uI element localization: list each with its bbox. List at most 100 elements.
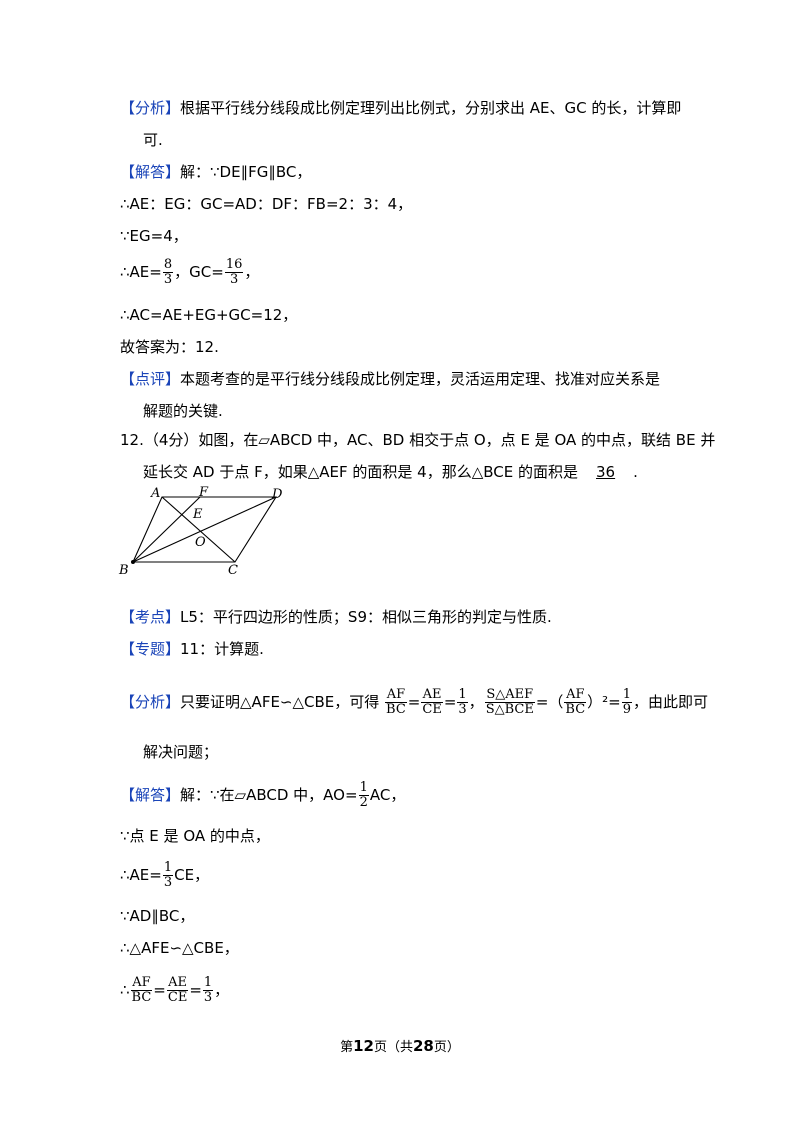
question-12-line-2: 延长交 AD 于点 F，如果△AEF 的面积是 4，那么△BCE 的面积是 36.: [143, 462, 638, 482]
text: 只要证明△AFE∽△CBE，可得: [180, 693, 380, 711]
denominator: 9: [622, 702, 632, 717]
text: =: [153, 981, 166, 999]
text: CE，: [174, 866, 210, 884]
denominator: 3: [203, 990, 213, 1005]
solution-line-1: 【解答】解：∵DE∥FG∥BC，: [120, 162, 311, 182]
text: ，GC=: [174, 263, 224, 281]
solution2-tag: 【解答】: [120, 786, 181, 804]
kaodian-tag: 【考点】: [120, 608, 181, 626]
text: =: [407, 693, 421, 711]
label-e: E: [192, 507, 203, 522]
numerator: 1: [162, 860, 174, 876]
label-o: O: [195, 535, 206, 550]
numerator: AF: [385, 687, 407, 703]
denominator: CE: [422, 702, 442, 717]
solution-text: 解：∵DE∥FG∥BC，: [180, 163, 312, 181]
denominator: BC: [565, 702, 586, 717]
zhuanti-text: 11：计算题.: [180, 640, 264, 658]
label-c: C: [228, 563, 238, 578]
solution2-line-5: ∴△AFE∽△CBE，: [120, 939, 239, 957]
question-12-line-1: 12.（4分）如图，在▱ABCD 中，AC、BD 相交于点 O，点 E 是 OA…: [120, 431, 716, 449]
text: 第: [340, 1040, 354, 1055]
diagonal-ac: [161, 496, 236, 563]
point-b: [131, 560, 135, 564]
numerator: S△AEF: [484, 687, 535, 703]
solution-tag: 【解答】: [120, 163, 181, 181]
comment-text: 本题考查的是平行线分线段成比例定理，灵活运用定理、找准对应关系是: [180, 370, 661, 388]
line-bf: [132, 496, 201, 563]
solution-line-2: ∴AE：EG：GC=AD：DF：FB=2：3：4，: [120, 195, 413, 213]
denominator: CE: [167, 990, 188, 1005]
analysis-cont: 可.: [143, 131, 163, 149]
text: AC，: [369, 786, 406, 804]
analysis-tag: 【分析】: [120, 99, 181, 117]
numerator: 1: [202, 975, 214, 991]
label-f: F: [198, 485, 209, 500]
text: ，: [244, 263, 260, 281]
denominator: 3: [229, 272, 239, 287]
label-b: B: [118, 563, 129, 578]
analysis2-tag: 【分析】: [120, 693, 181, 711]
denominator: S△BCE: [485, 702, 534, 717]
label-a: A: [150, 486, 160, 501]
analysis-line: 【分析】根据平行线分线段成比例定理列出比例式，分别求出 AE、GC 的长，计算即: [120, 98, 681, 118]
numerator: 8: [162, 257, 174, 273]
answer-blank: 36: [596, 463, 616, 481]
text: ∴: [120, 981, 130, 999]
comment-cont: 解题的关键.: [143, 402, 223, 420]
text: 页（共: [373, 1040, 413, 1055]
kaodian-text: L5：平行四边形的性质；S9：相似三角形的判定与性质.: [180, 608, 552, 626]
numerator: 1: [621, 687, 633, 703]
text: ∴AE=: [120, 866, 162, 884]
page-total: 28: [413, 1037, 434, 1055]
numerator: AE: [166, 975, 189, 991]
text: ，: [214, 981, 230, 999]
numerator: 16: [224, 257, 244, 273]
kaodian-line: 【考点】L5：平行四边形的性质；S9：相似三角形的判定与性质.: [120, 607, 552, 627]
text: =: [443, 693, 457, 711]
denominator: 3: [458, 702, 467, 717]
text: =（: [535, 693, 564, 711]
solution2-line-4: ∵AD∥BC，: [120, 907, 195, 925]
denominator: 3: [163, 875, 173, 890]
zhuanti-line: 【专题】11：计算题.: [120, 639, 264, 659]
text: 页）: [433, 1040, 460, 1055]
page-footer: 第12页（共28页）: [0, 1036, 800, 1055]
numerator: AF: [130, 975, 153, 991]
label-d: D: [271, 487, 283, 502]
text: ∴AE=: [120, 263, 162, 281]
text: ，: [468, 693, 484, 711]
denominator: 2: [359, 795, 368, 810]
text: 解：∵在▱ABCD 中，AO=: [180, 786, 358, 804]
text: =: [189, 981, 202, 999]
analysis-text: 根据平行线分线段成比例定理列出比例式，分别求出 AE、GC 的长，计算即: [180, 99, 682, 117]
numerator: 1: [358, 780, 369, 796]
solution2-line-2: ∵点 E 是 OA 的中点，: [120, 827, 270, 845]
denominator: BC: [386, 702, 406, 717]
text: 延长交 AD 于点 F，如果△AEF 的面积是 4，那么△BCE 的面积是: [143, 463, 579, 481]
text: .: [633, 463, 638, 481]
text: ，由此即可: [633, 693, 709, 711]
numerator: AF: [564, 687, 587, 703]
comment-line: 【点评】本题考查的是平行线分线段成比例定理，灵活运用定理、找准对应关系是: [120, 369, 660, 389]
diagonal-bd: [132, 496, 277, 563]
solution-line-3: ∵EG=4，: [120, 227, 188, 245]
text: ）²=: [587, 693, 621, 711]
